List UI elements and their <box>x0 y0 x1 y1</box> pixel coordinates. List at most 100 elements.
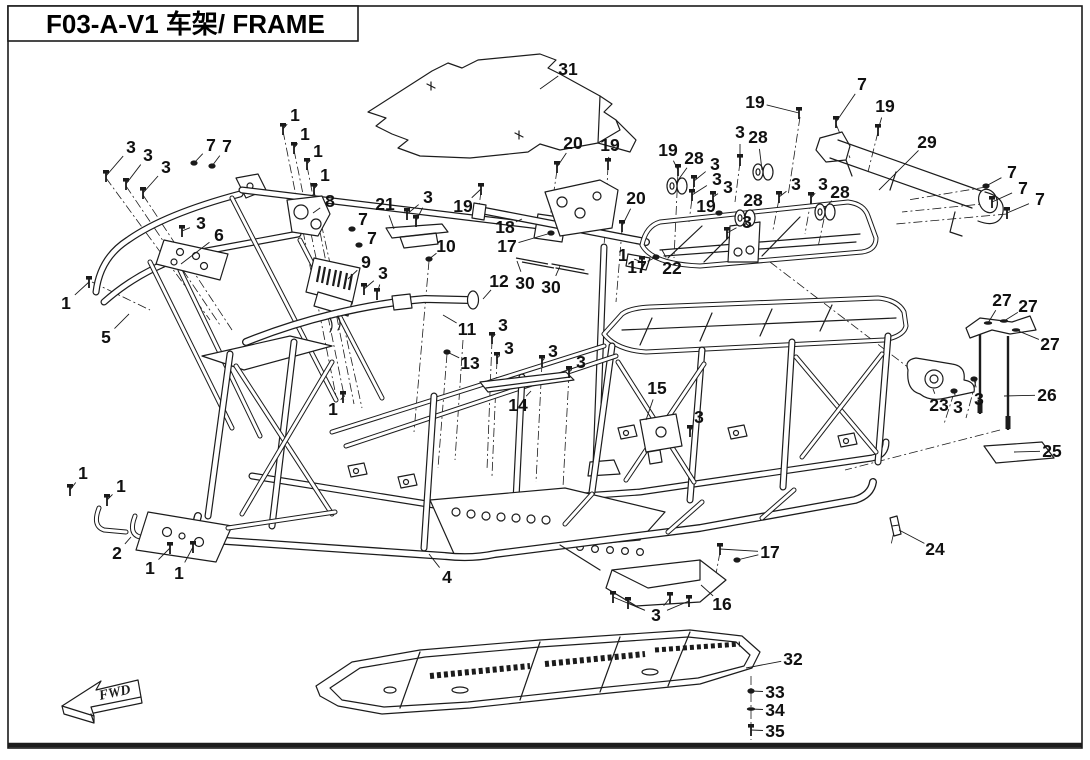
nut-fastener-symbol <box>982 183 990 189</box>
part-number-label: 32 <box>783 649 803 669</box>
part-number-label: 6 <box>214 225 224 245</box>
leader-line <box>525 390 532 397</box>
callout-27: 27 <box>1011 328 1060 354</box>
part-number-label: 20 <box>563 133 583 153</box>
bolt-fastener-symbol <box>737 154 743 166</box>
part-number-label: 3 <box>723 177 733 197</box>
callout-2: 2 <box>112 536 132 563</box>
part-number-label: 3 <box>504 338 514 358</box>
callout-11: 11 <box>442 314 477 339</box>
part-number-label: 19 <box>745 92 765 112</box>
part-number-label: 12 <box>489 271 509 291</box>
callout-13: 13 <box>443 349 480 373</box>
callout-27: 27 <box>999 296 1038 323</box>
leader-line <box>363 280 375 290</box>
bolt-fastener-symbol <box>404 208 410 220</box>
part-number-label: 21 <box>375 194 395 214</box>
nut-fastener-symbol <box>190 160 198 166</box>
part-23-bracket <box>906 357 975 400</box>
nut-fastener-symbol <box>208 163 216 169</box>
part-number-label: 7 <box>1035 189 1045 209</box>
part-number-label: 20 <box>626 188 646 208</box>
part-number-label: 3 <box>974 389 984 409</box>
leader-line <box>719 548 759 552</box>
part-number-label: 15 <box>647 378 667 398</box>
part-number-label: 28 <box>743 190 763 210</box>
part-number-label: 33 <box>765 682 785 702</box>
callout-30: 30 <box>541 265 561 297</box>
callout-1: 1 <box>174 541 196 583</box>
bolt-fastener-symbol <box>625 597 631 609</box>
leader-line <box>1003 394 1036 397</box>
callout-23: 23 <box>929 388 949 415</box>
washer-fastener-symbol <box>1011 328 1021 332</box>
part-number-label: 1 <box>320 165 330 185</box>
part-28-rubber-mounts <box>666 163 836 227</box>
part-number-label: 1 <box>290 105 300 125</box>
part-number-label: 22 <box>662 258 682 278</box>
callout-1: 1 <box>67 463 88 496</box>
part-number-label: 1 <box>61 293 71 313</box>
leader-line <box>1015 329 1040 340</box>
part-8-bracket <box>286 195 331 237</box>
leader-line <box>823 200 833 210</box>
callout-16: 16 <box>700 584 732 614</box>
bolt-fastener-symbol <box>989 196 995 208</box>
part-12-end-cap <box>466 290 480 310</box>
callout-18: 18 <box>495 217 523 237</box>
page-title: F03-A-V1 车架/ FRAME <box>46 9 325 39</box>
leader-line <box>693 171 706 182</box>
part-number-label: 3 <box>126 137 136 157</box>
callout-35: 35 <box>748 721 785 741</box>
callout-7: 7 <box>1004 189 1045 219</box>
bolt-fastener-symbol <box>190 541 196 553</box>
callout-3: 3 <box>970 376 984 409</box>
callout-28: 28 <box>675 148 704 184</box>
part-number-label: 11 <box>458 319 477 339</box>
callout-32: 32 <box>745 649 803 669</box>
leader-line <box>835 93 856 123</box>
washer-fastener-symbol <box>983 321 993 325</box>
callout-19: 19 <box>453 183 484 216</box>
part-number-label: 1 <box>313 141 323 161</box>
bolt-fastener-symbol <box>494 352 500 364</box>
leader-line <box>181 227 191 232</box>
callout-3: 3 <box>808 174 828 204</box>
part-number-label: 1 <box>78 463 88 483</box>
bolt-fastener-symbol <box>478 183 484 195</box>
leader-line <box>388 215 395 230</box>
bolt-fastener-symbol <box>610 591 616 603</box>
callout-3: 3 <box>404 187 433 227</box>
callout-3: 3 <box>361 263 388 300</box>
part-21-plate <box>385 223 449 249</box>
bolt-fastener-symbol <box>717 543 723 555</box>
part-number-label: 25 <box>1042 441 1062 461</box>
part-number-label: 1 <box>116 476 126 496</box>
bolt-fastener-symbol <box>86 276 92 288</box>
part-number-label: 3 <box>196 213 206 233</box>
callout-22: 22 <box>661 249 682 278</box>
callout-1: 1 <box>311 165 330 195</box>
bolt-fastener-symbol <box>280 123 286 135</box>
leader-line <box>666 600 690 611</box>
part-number-label: 17 <box>497 236 516 256</box>
washer-fastener-symbol <box>746 707 756 711</box>
nut-fastener-symbol <box>355 242 363 248</box>
callout-7: 7 <box>355 228 377 248</box>
leader-line <box>766 104 800 114</box>
bolt-fastener-symbol <box>619 220 625 232</box>
part-number-label: 24 <box>925 539 945 559</box>
callout-12: 12 <box>482 271 509 300</box>
bolt-fastener-symbol <box>311 183 317 195</box>
fwd-direction-arrow: FWD <box>61 679 143 724</box>
part-number-label: 4 <box>442 567 452 587</box>
bolt-fastener-symbol <box>687 425 693 437</box>
leader-line <box>180 241 210 265</box>
part-24-pin <box>889 515 902 537</box>
part-number-label: 3 <box>548 341 558 361</box>
callout-17: 17 <box>717 542 780 563</box>
part-number-label: 1 <box>618 245 628 265</box>
callout-3: 3 <box>724 212 752 239</box>
callout-3: 3 <box>689 169 722 201</box>
